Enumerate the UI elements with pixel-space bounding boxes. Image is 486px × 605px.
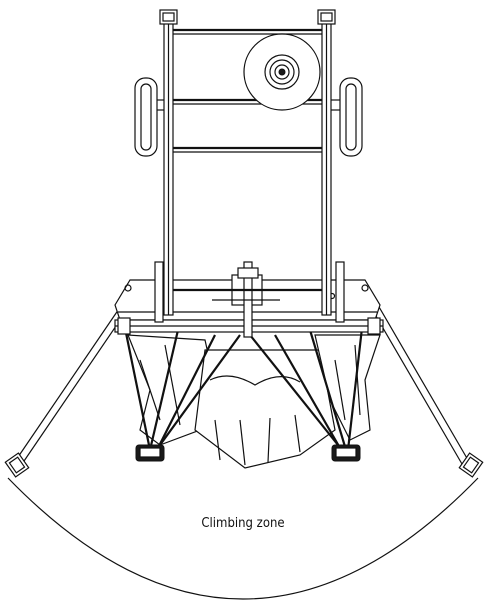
left-foot	[135, 444, 165, 462]
right-foot	[331, 444, 361, 462]
right-long-arm	[368, 299, 484, 478]
left-long-arm	[4, 299, 132, 478]
top-brackets	[159, 9, 336, 25]
climbing-zone-label: Climbing zone	[201, 516, 284, 531]
gripper-claws	[127, 334, 381, 469]
left-wheel	[134, 77, 164, 157]
leg-linkages	[123, 327, 364, 451]
climbing-zone-arc	[7, 477, 479, 600]
base-uprights	[154, 261, 345, 323]
round-wheel	[243, 33, 321, 111]
right-wheel	[331, 77, 363, 157]
